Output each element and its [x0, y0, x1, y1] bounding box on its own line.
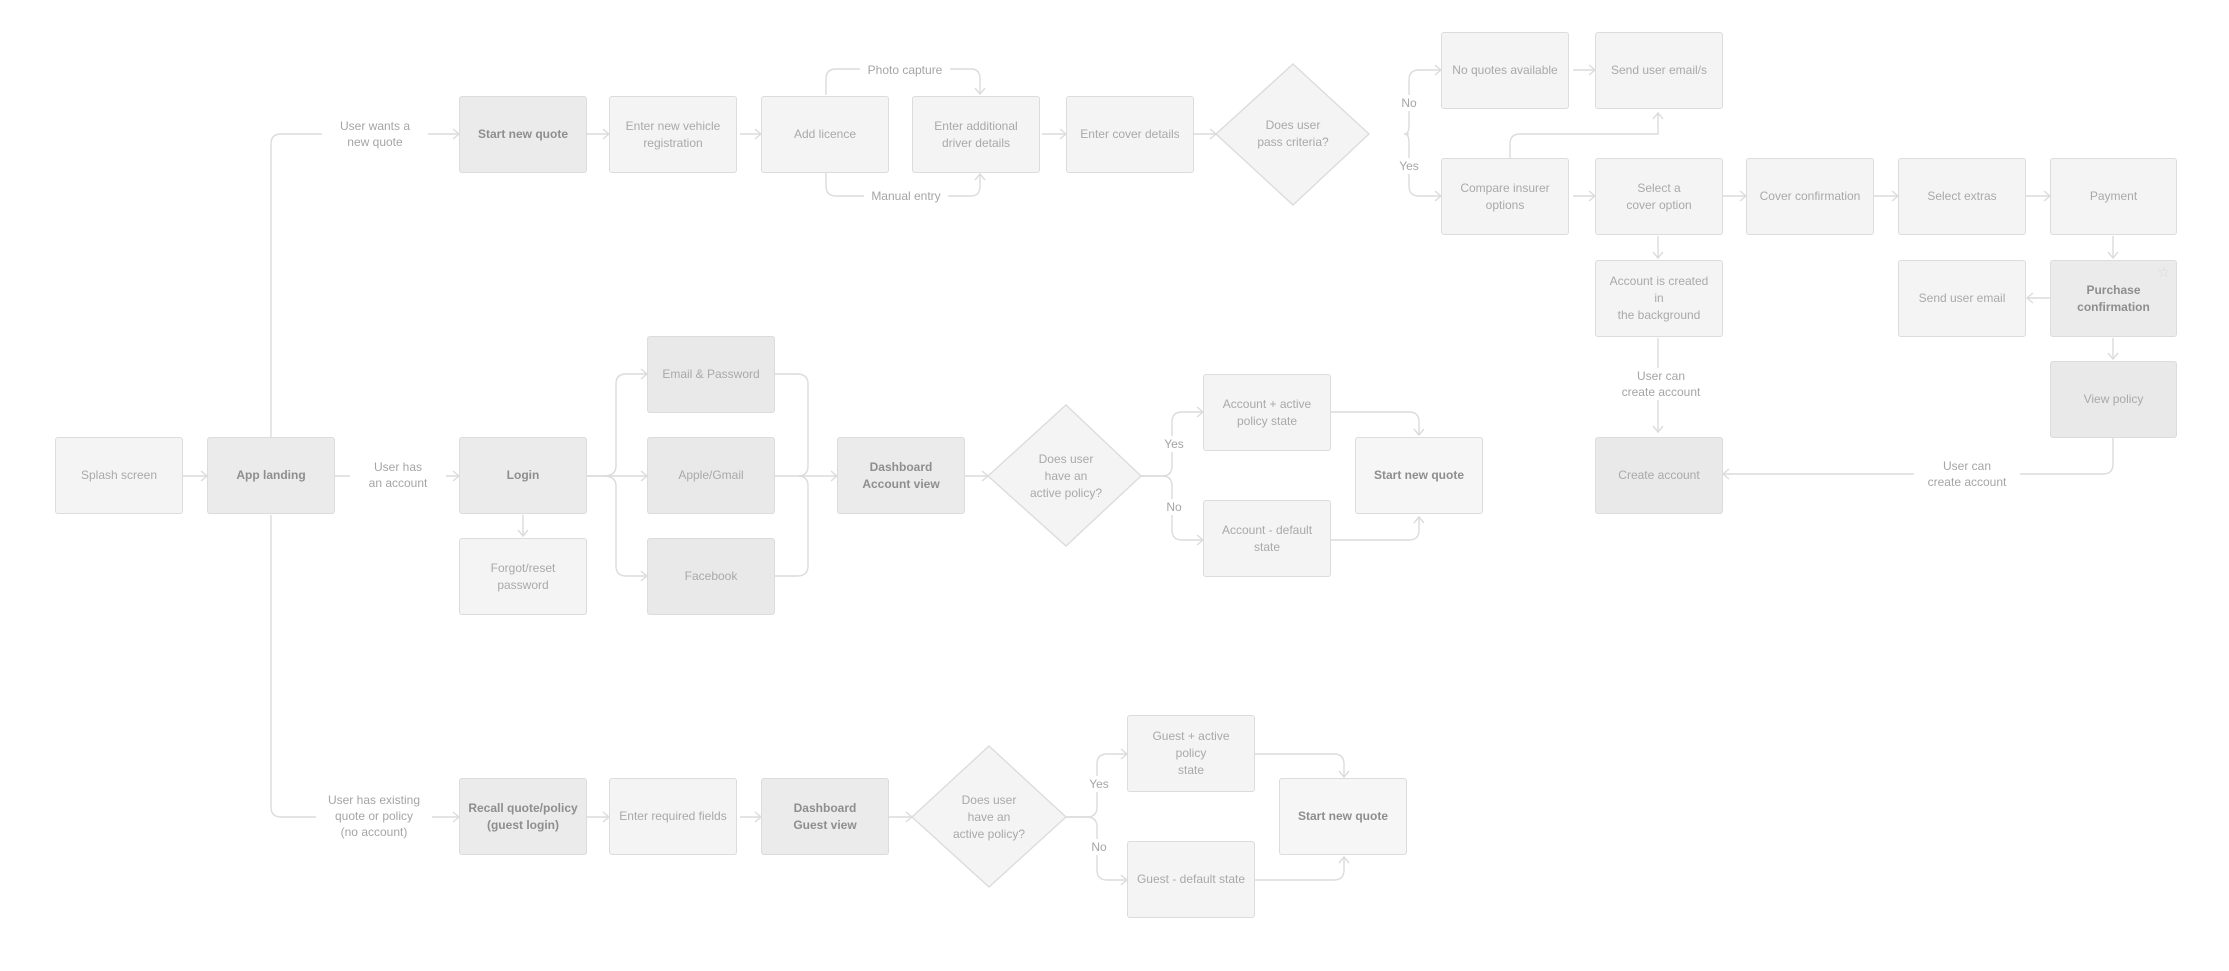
- add-licence-node[interactable]: Add licence: [761, 96, 889, 173]
- splash-screen-node[interactable]: Splash screen: [55, 437, 183, 514]
- label-no-mid: No: [1161, 499, 1187, 515]
- select-cover-option-node[interactable]: Select a cover option: [1595, 158, 1723, 235]
- cover-confirmation-node[interactable]: Cover confirmation: [1746, 158, 1874, 235]
- active-policy-mid-label: Does user have an active policy?: [1029, 451, 1103, 500]
- label-user-has-existing: User has existing quote or policy (no ac…: [316, 792, 432, 840]
- app-landing-node[interactable]: App landing: [207, 437, 335, 514]
- label-user-wants-quote: User wants a new quote: [322, 118, 428, 150]
- compare-insurer-options-node[interactable]: Compare insurer options: [1441, 158, 1569, 235]
- enter-required-fields-node[interactable]: Enter required fields: [609, 778, 737, 855]
- send-user-email-node[interactable]: Send user email: [1898, 260, 2026, 337]
- email-password-node[interactable]: Email & Password: [647, 336, 775, 413]
- enter-driver-details-node[interactable]: Enter additional driver details: [912, 96, 1040, 173]
- forgot-reset-password-node[interactable]: Forgot/reset password: [459, 538, 587, 615]
- start-new-quote-bottom-node[interactable]: Start new quote: [1279, 778, 1407, 855]
- facebook-node[interactable]: Facebook: [647, 538, 775, 615]
- create-account-node[interactable]: Create account: [1595, 437, 1723, 514]
- guest-active-policy-node[interactable]: Guest + active policy state: [1127, 715, 1255, 792]
- enter-cover-details-node[interactable]: Enter cover details: [1066, 96, 1194, 173]
- label-yes-bottom: Yes: [1083, 776, 1115, 792]
- guest-default-state-node[interactable]: Guest - default state: [1127, 841, 1255, 918]
- label-photo-capture: Photo capture: [860, 62, 950, 78]
- label-yes-mid: Yes: [1158, 436, 1190, 452]
- account-default-state-node[interactable]: Account - default state: [1203, 500, 1331, 577]
- start-new-quote-top-node[interactable]: Start new quote: [459, 96, 587, 173]
- label-yes-top: Yes: [1393, 158, 1425, 174]
- login-node[interactable]: Login: [459, 437, 587, 514]
- label-user-can-create-account-1: User can create account: [1608, 368, 1714, 400]
- purchase-confirmation-node[interactable]: Purchase confirmation ☆: [2050, 260, 2177, 337]
- dashboard-guest-view-node[interactable]: Dashboard Guest view: [761, 778, 889, 855]
- recall-quote-policy-node[interactable]: Recall quote/policy (guest login): [459, 778, 587, 855]
- no-quotes-available-node[interactable]: No quotes available: [1441, 32, 1569, 109]
- purchase-confirmation-label: Purchase confirmation: [2077, 282, 2150, 314]
- account-created-background-node[interactable]: Account is created in the background: [1595, 260, 1723, 337]
- enter-vehicle-registration-node[interactable]: Enter new vehicle registration: [609, 96, 737, 173]
- label-manual-entry: Manual entry: [864, 188, 948, 204]
- start-new-quote-mid-node[interactable]: Start new quote: [1355, 437, 1483, 514]
- active-policy-bottom-diamond: [910, 745, 1068, 888]
- payment-node[interactable]: Payment: [2050, 158, 2177, 235]
- view-policy-node[interactable]: View policy: [2050, 361, 2177, 438]
- select-extras-node[interactable]: Select extras: [1898, 158, 2026, 235]
- star-icon[interactable]: ☆: [2157, 264, 2170, 280]
- send-user-emails-node[interactable]: Send user email/s: [1595, 32, 1723, 109]
- label-no-bottom: No: [1086, 839, 1112, 855]
- apple-gmail-node[interactable]: Apple/Gmail: [647, 437, 775, 514]
- label-user-can-create-account-2: User can create account: [1914, 458, 2020, 490]
- pass-criteria-label: Does user pass criteria?: [1257, 118, 1329, 149]
- active-policy-bottom-label: Does user have an active policy?: [952, 792, 1026, 841]
- label-user-has-account: User has an account: [350, 459, 446, 491]
- label-no-top: No: [1396, 95, 1422, 111]
- dashboard-account-view-node[interactable]: Dashboard Account view: [837, 437, 965, 514]
- active-policy-mid-diamond: [986, 404, 1143, 547]
- pass-criteria-diamond: [1214, 63, 1371, 206]
- account-active-policy-node[interactable]: Account + active policy state: [1203, 374, 1331, 451]
